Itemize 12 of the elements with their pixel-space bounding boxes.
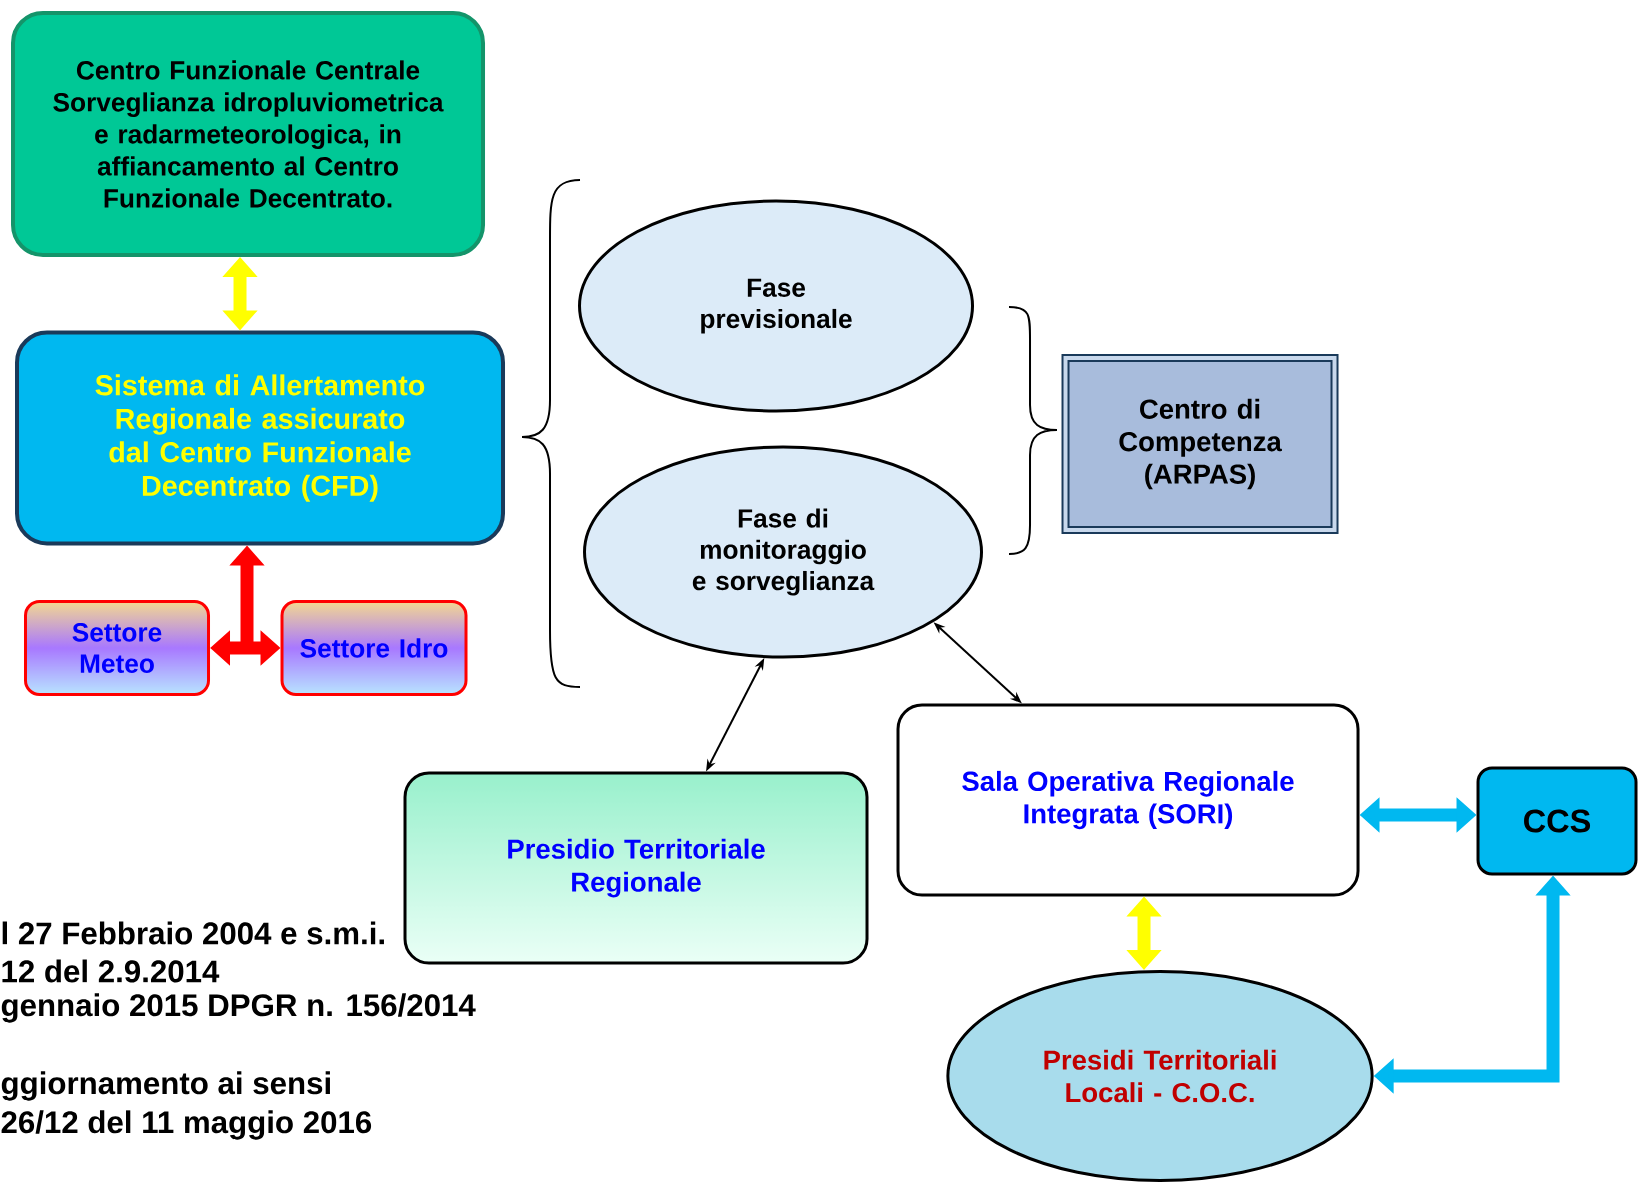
- process-box: Presidio Territoriale Regionale: [403, 771, 869, 965]
- process-box: Settore Idro: [280, 600, 468, 696]
- note-text: gennaio 2015 DPGR n. 156/2014: [1, 993, 476, 1023]
- process-box: Centro Funzionale Centrale Sorveglianza idropluviometrica e radarmeteorologica, in affiancamento al Centro Funzionale Decentrato.: [11, 11, 485, 257]
- note-text: ggiornamento ai sensi: [1, 1071, 330, 1101]
- note-text: 12 del 2.9.2014: [2, 959, 220, 983]
- process-box: CCS: [1476, 766, 1638, 876]
- process-box: Sistema di Allertamento Regionale assicurato dal Centro Funzionale Decentrato (CFD): [15, 330, 505, 546]
- process-box: Sala Operativa Regionale Integrata (SORI): [896, 703, 1360, 897]
- process-box: Centro di Competenza (ARPAS): [1061, 354, 1339, 534]
- process-box: Settore Meteo: [24, 600, 210, 696]
- note-text: 26/12 del 11 maggio 2016: [1, 1110, 372, 1140]
